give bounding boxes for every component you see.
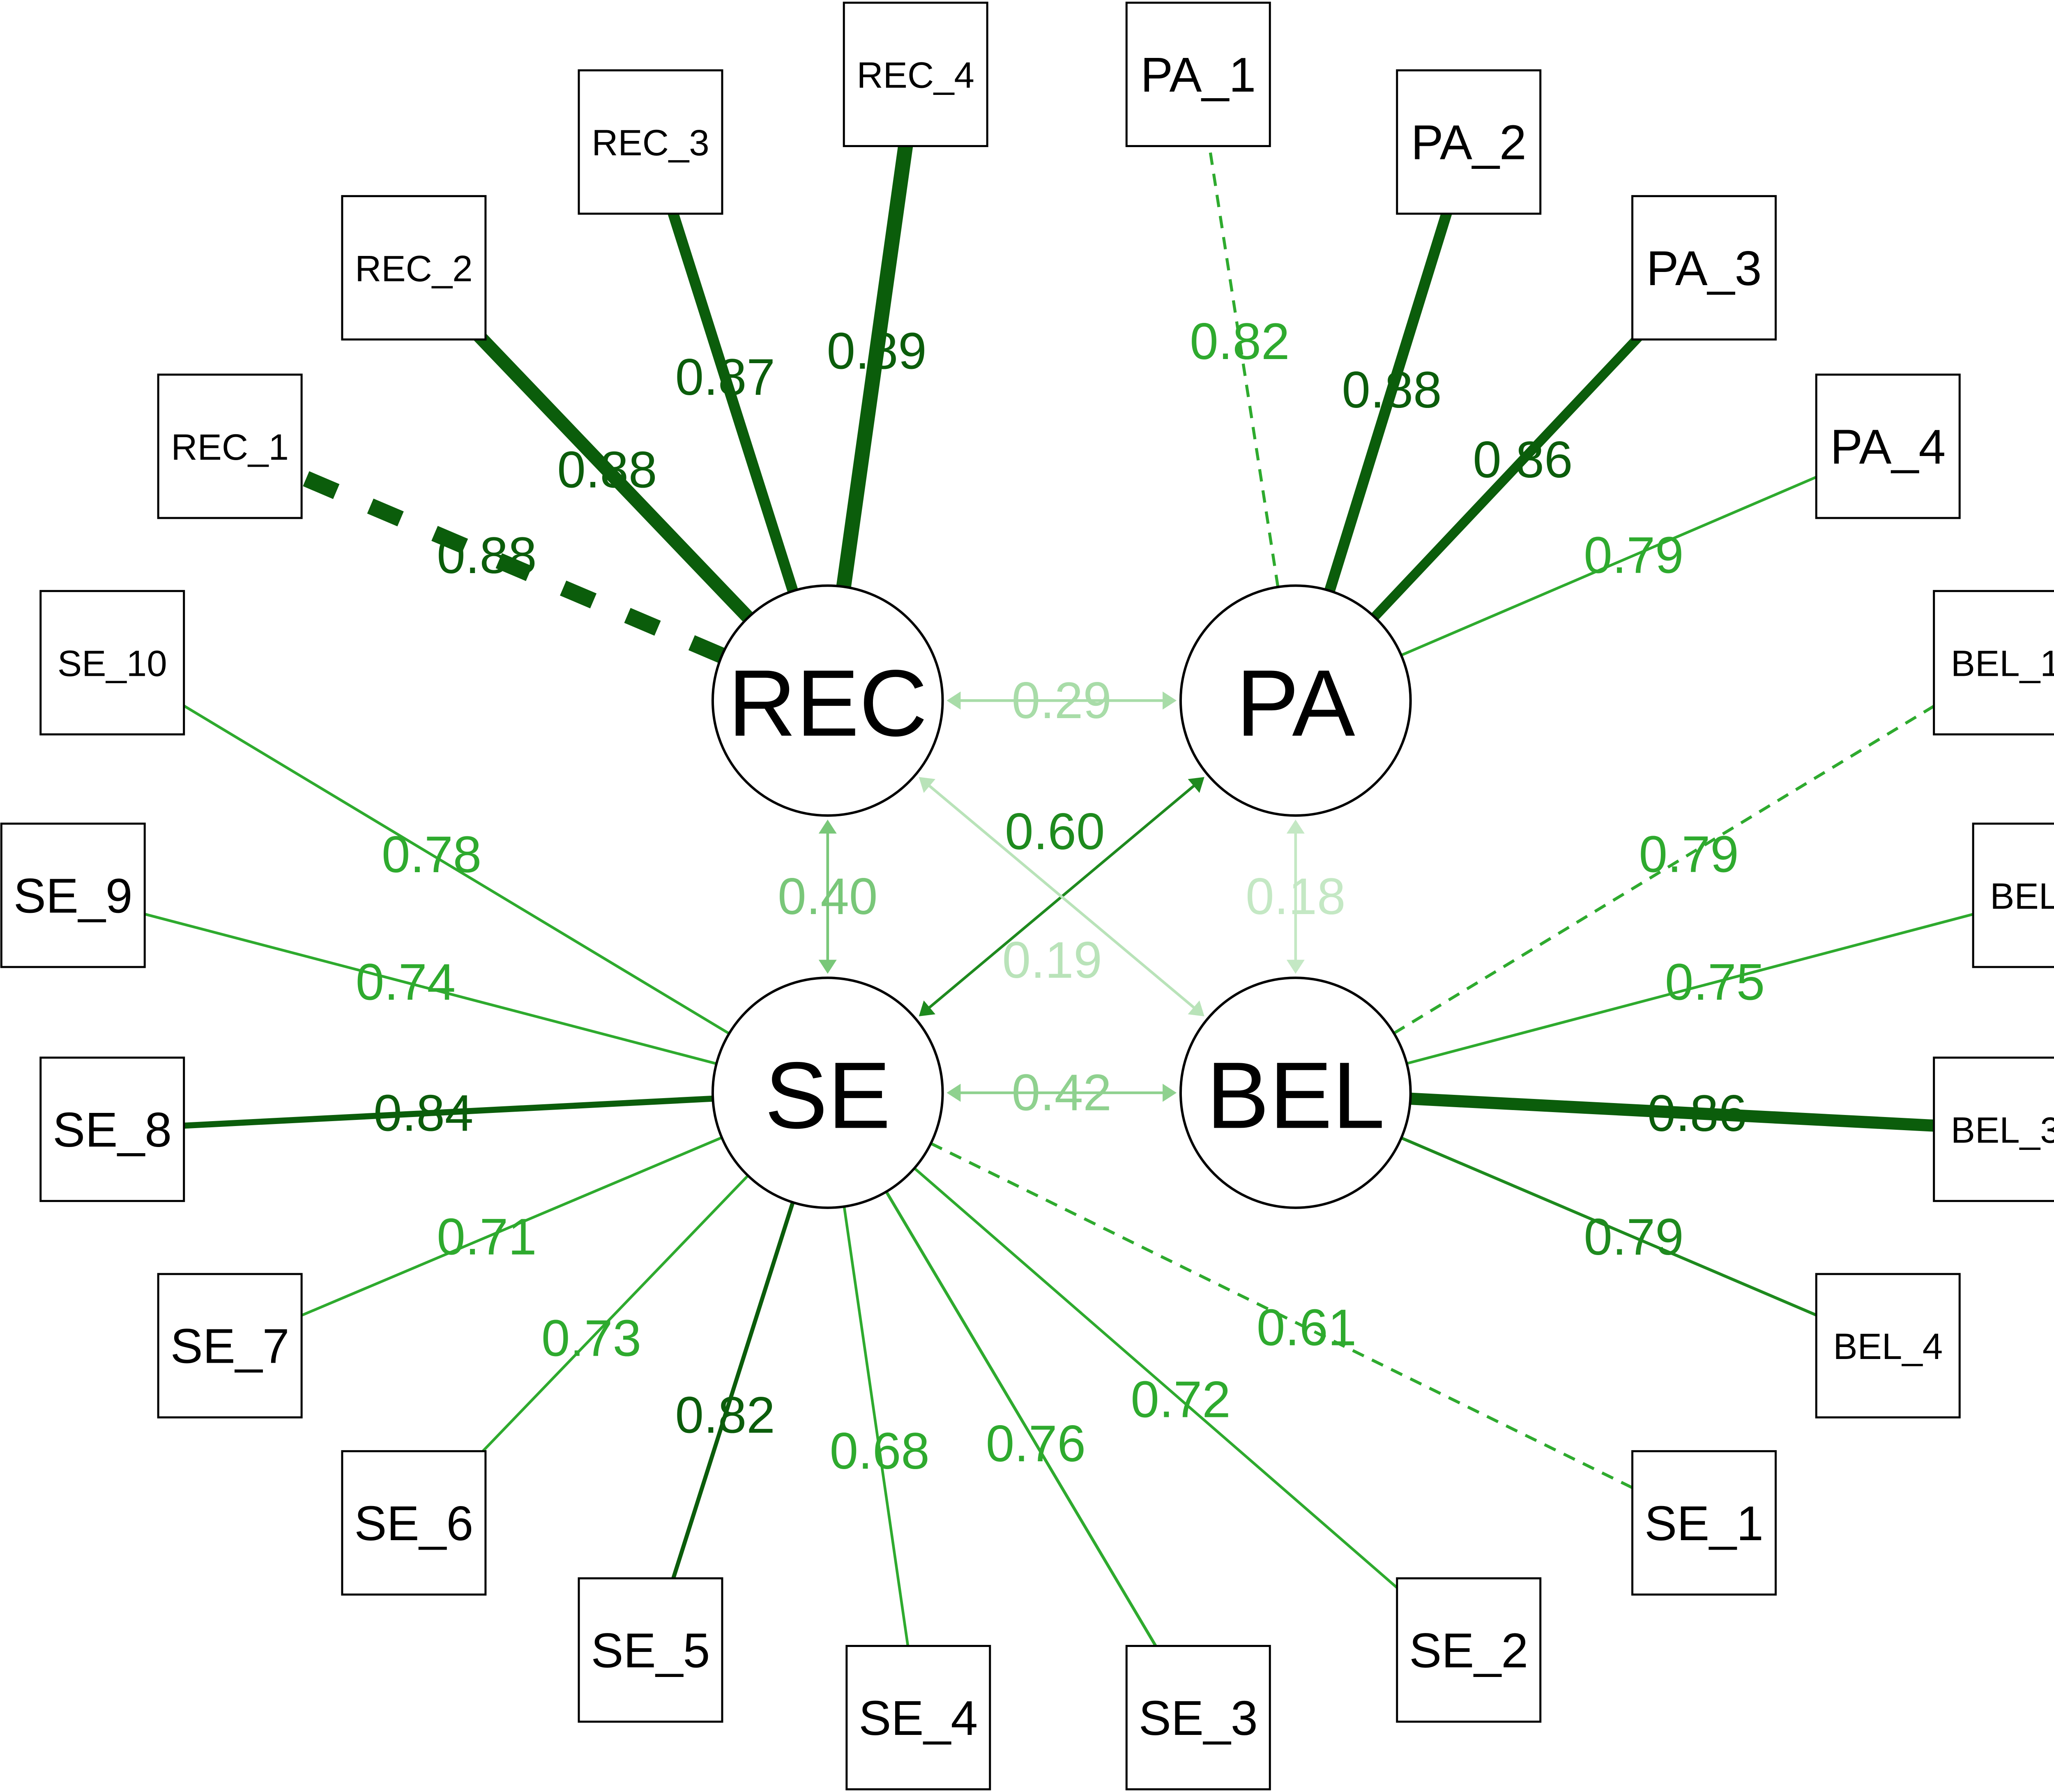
indicator-pa-4: PA_4 xyxy=(1815,373,1961,519)
indicator-label: PA_4 xyxy=(1830,420,1946,474)
indicator-label: SE_4 xyxy=(859,1691,978,1746)
latent-label: PA xyxy=(1236,650,1355,756)
loading-label-rec-3: 0.87 xyxy=(675,349,775,406)
indicator-label: SE_3 xyxy=(1139,1691,1258,1746)
indicator-label: SE_1 xyxy=(1644,1497,1764,1551)
latent-bel: BEL xyxy=(1179,977,1412,1209)
indicator-se-1: SE_1 xyxy=(1631,1450,1777,1596)
loading-label-rec-1: 0.88 xyxy=(437,527,537,584)
indicator-se-6: SE_6 xyxy=(341,1450,487,1596)
covariance-label-rec-se: 0.40 xyxy=(778,868,877,925)
covariance-path-se-bel xyxy=(946,1084,1177,1102)
indicator-label: BEL_2 xyxy=(1990,876,2054,917)
indicator-label: SE_8 xyxy=(53,1103,172,1157)
indicator-se-5: SE_5 xyxy=(578,1577,723,1723)
indicator-rec-3: REC_3 xyxy=(578,69,723,215)
indicator-label: BEL_3 xyxy=(1951,1110,2054,1150)
loading-label-pa-3: 0.86 xyxy=(1473,431,1573,488)
indicator-se-7: SE_7 xyxy=(157,1273,303,1419)
indicator-label: BEL_1 xyxy=(1951,643,2054,684)
loading-label-pa-4: 0.79 xyxy=(1584,527,1683,584)
indicator-label: REC_2 xyxy=(355,248,473,289)
indicator-label: REC_1 xyxy=(171,427,289,468)
loading-label-se-10: 0.78 xyxy=(382,826,481,883)
indicator-label: REC_3 xyxy=(592,122,709,163)
loading-label-bel-3: 0.86 xyxy=(1647,1085,1747,1142)
covariance-label-rec-pa: 0.29 xyxy=(1012,672,1112,729)
indicator-se-9: SE_9 xyxy=(0,822,146,968)
loading-label-se-5: 0.82 xyxy=(675,1387,775,1444)
latent-label: REC xyxy=(728,650,928,756)
indicator-label: PA_3 xyxy=(1646,242,1762,296)
loading-label-se-3: 0.76 xyxy=(986,1415,1086,1472)
indicator-bel-1: BEL_1 xyxy=(1933,590,2054,736)
indicator-bel-2: BEL_2 xyxy=(1972,822,2054,968)
indicator-label: REC_4 xyxy=(857,55,974,96)
loading-label-se-1: 0.61 xyxy=(1257,1299,1356,1357)
latent-label: BEL xyxy=(1206,1043,1385,1148)
indicator-pa-1: PA_1 xyxy=(1125,2,1271,147)
loading-label-pa-2: 0.88 xyxy=(1342,362,1441,419)
loading-label-se-9: 0.74 xyxy=(356,954,456,1011)
indicator-se-2: SE_2 xyxy=(1396,1577,1542,1723)
indicator-label: PA_2 xyxy=(1411,116,1527,170)
indicator-pa-3: PA_3 xyxy=(1631,195,1777,341)
loading-label-pa-1: 0.82 xyxy=(1190,313,1290,370)
covariance-label-se-bel: 0.42 xyxy=(1012,1064,1112,1122)
latent-pa: PA xyxy=(1179,584,1412,817)
covariance-path-rec-bel xyxy=(919,777,1204,1016)
indicator-rec-4: REC_4 xyxy=(843,2,988,147)
indicator-rec-2: REC_2 xyxy=(341,195,487,341)
indicator-bel-3: BEL_3 xyxy=(1933,1056,2054,1202)
indicator-label: SE_5 xyxy=(591,1624,710,1678)
covariance-label-rec-bel: 0.19 xyxy=(1002,932,1102,989)
covariance-label-pa-se: 0.60 xyxy=(1005,803,1105,860)
loading-label-rec-4: 0.89 xyxy=(827,323,926,380)
loading-label-bel-2: 0.75 xyxy=(1665,954,1765,1011)
loading-label-se-2: 0.72 xyxy=(1131,1371,1230,1428)
loading-label-rec-2: 0.88 xyxy=(557,441,657,498)
latent-rec: REC xyxy=(711,584,944,817)
indicator-label: SE_6 xyxy=(354,1497,473,1551)
indicator-pa-2: PA_2 xyxy=(1396,69,1542,215)
covariance-path-rec-se xyxy=(818,820,837,974)
indicator-label: SE_10 xyxy=(58,643,167,684)
loading-label-se-7: 0.71 xyxy=(437,1209,537,1266)
latent-se: SE xyxy=(711,977,944,1209)
loading-label-bel-4: 0.79 xyxy=(1584,1209,1683,1266)
covariance-path-rec-pa xyxy=(946,691,1177,710)
indicator-label: SE_2 xyxy=(1409,1624,1528,1678)
loading-label-se-6: 0.73 xyxy=(541,1310,641,1367)
indicator-rec-1: REC_1 xyxy=(157,373,303,519)
indicator-se-4: SE_4 xyxy=(845,1645,991,1790)
indicator-label: BEL_4 xyxy=(1833,1326,1943,1367)
indicator-se-3: SE_3 xyxy=(1125,1645,1271,1790)
latent-label: SE xyxy=(764,1043,891,1148)
loading-label-se-4: 0.68 xyxy=(830,1423,930,1480)
indicator-bel-4: BEL_4 xyxy=(1815,1273,1961,1419)
covariance-label-pa-bel: 0.18 xyxy=(1246,868,1345,925)
loading-label-bel-1: 0.79 xyxy=(1639,826,1739,883)
indicator-se-10: SE_10 xyxy=(39,590,185,736)
loading-label-se-8: 0.84 xyxy=(373,1085,473,1142)
covariance-path-pa-bel xyxy=(1286,820,1305,974)
indicator-label: PA_1 xyxy=(1140,48,1256,102)
indicator-se-8: SE_8 xyxy=(39,1056,185,1202)
indicator-label: SE_7 xyxy=(170,1320,290,1374)
indicator-label: SE_9 xyxy=(14,869,133,923)
